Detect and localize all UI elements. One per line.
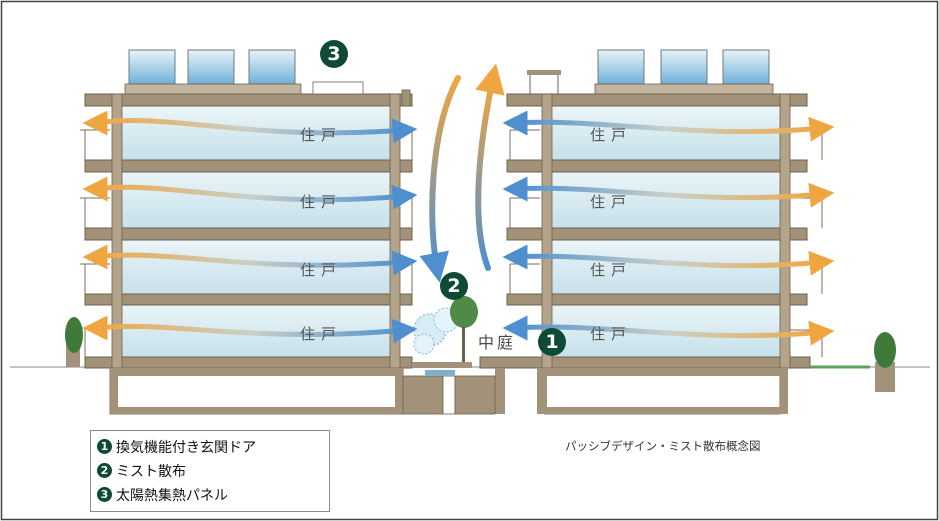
marker-1: 1 (538, 328, 566, 356)
diagram-caption: パッシブデザイン・ミスト散布概念図 (565, 439, 761, 453)
unit-label-right-4: 住戸 (590, 126, 633, 144)
unit-label-left-3: 住戸 (300, 193, 343, 211)
legend-item-1: 1 換気機能付き玄関ドア (97, 436, 329, 457)
marker-2: 2 (440, 272, 468, 300)
legend-text-3: 太陽熱集熱パネル (116, 487, 228, 504)
unit-label-left-2: 住戸 (300, 261, 343, 279)
right-building (479, 49, 896, 415)
courtyard (402, 296, 496, 415)
unit-label-left-4: 住戸 (300, 126, 343, 144)
legend-item-3: 3 太陽熱集熱パネル (97, 484, 329, 505)
left-building (65, 49, 413, 415)
marker-3: 3 (320, 40, 348, 68)
legend-num-1: 1 (97, 439, 112, 454)
legend-num-3: 3 (97, 487, 112, 502)
airflow-arrows (82, 110, 835, 346)
courtyard-label: 中庭 (478, 333, 517, 352)
legend-num-2: 2 (97, 463, 112, 478)
legend-text-1: 換気機能付き玄関ドア (116, 439, 256, 456)
vertical-airflow (419, 63, 505, 283)
legend-item-2: 2 ミスト散布 (97, 460, 329, 481)
unit-label-right-3: 住戸 (590, 193, 633, 211)
unit-label-right-2: 住戸 (590, 261, 633, 279)
unit-label-left-1: 住戸 (300, 325, 343, 343)
legend: 1 換気機能付き玄関ドア 2 ミスト散布 3 太陽熱集熱パネル (90, 430, 330, 512)
unit-label-right-1: 住戸 (590, 325, 633, 343)
legend-text-2: ミスト散布 (116, 463, 186, 480)
